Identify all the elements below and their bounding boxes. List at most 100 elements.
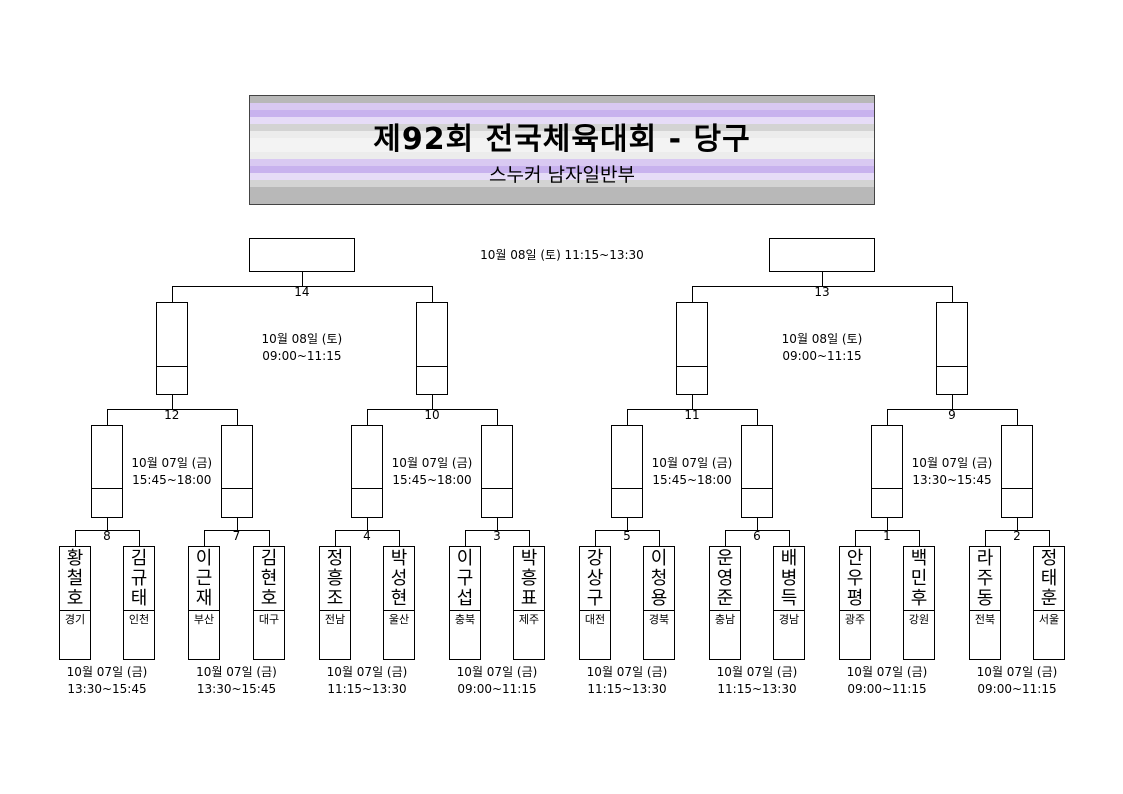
bracket-line: [367, 409, 368, 425]
player-region: 전남: [324, 613, 346, 626]
match-schedule: 10월 07일 (금)11:15~13:30: [697, 664, 817, 698]
match-schedule: 10월 07일 (금)09:00~11:15: [437, 664, 557, 698]
schedule-date: 10월 07일 (금): [391, 456, 473, 470]
finalist-box: [248, 238, 355, 272]
bracket-line: [236, 518, 238, 530]
bracket-line: [595, 530, 659, 531]
player-region: 대전: [584, 613, 606, 626]
schedule-date: 10월 07일 (금): [456, 665, 538, 679]
winner-box: [155, 302, 188, 395]
player-region: 충북: [454, 613, 476, 626]
match-schedule: 10월 07일 (금)13:30~15:45: [177, 664, 297, 698]
box-divider: [253, 610, 285, 611]
match-schedule: 10월 07일 (금)15:45~18:00: [632, 455, 752, 489]
player-box: [1033, 546, 1065, 660]
bracket-line: [335, 530, 399, 531]
bracket-line: [659, 530, 660, 546]
finalist-box: [769, 238, 875, 272]
bracket-line: [432, 395, 433, 409]
bracket-line: [887, 409, 1017, 410]
player-box: [123, 546, 155, 660]
match-schedule: 10월 07일 (금) 11:15~13:30: [567, 664, 687, 698]
bracket-line: [367, 518, 368, 530]
box-divider: [383, 610, 415, 611]
bracket-line: [107, 518, 108, 530]
schedule-date: 10월 07일 (금): [586, 665, 668, 679]
match-number: 6: [753, 529, 761, 543]
player-box: [579, 546, 611, 660]
schedule-date: 10월 07일 (금): [66, 665, 148, 679]
player-region: 울산: [388, 613, 410, 626]
player-box: [253, 546, 285, 660]
box-divider: [351, 488, 383, 489]
box-divider: [871, 488, 903, 489]
bracket-line: [269, 530, 270, 546]
box-divider: [220, 488, 253, 489]
match-schedule: 10월 08일 (토)09:00~11:15: [242, 331, 362, 365]
schedule-date: 10월 07일 (금): [976, 665, 1058, 679]
bracket-line: [139, 530, 140, 546]
box-divider: [59, 610, 91, 611]
winner-box: [481, 425, 513, 518]
winner-box: [91, 425, 123, 518]
bracket-line: [855, 530, 919, 531]
bracket-line: [1049, 530, 1050, 546]
player-box: [59, 546, 91, 660]
bracket-line: [757, 409, 758, 425]
bracket-line: [75, 530, 139, 531]
schedule-time: 09:00~11:15: [847, 682, 927, 696]
box-divider: [1033, 610, 1065, 611]
match-number: 8: [103, 529, 111, 543]
winner-box: [871, 425, 903, 518]
player-box: [319, 546, 351, 660]
bracket-line: [725, 530, 726, 546]
bracket-line: [789, 530, 790, 546]
bracket-line: [952, 286, 953, 302]
match-number: 3: [493, 529, 501, 543]
player-region: 경북: [648, 613, 670, 626]
player-region: 경기: [64, 613, 86, 626]
schedule-date: 10월 07일 (금): [846, 665, 928, 679]
schedule-time: 09:00~11:15: [262, 349, 342, 363]
box-divider: [773, 610, 805, 611]
player-box: [709, 546, 741, 660]
title-banner: 제92회 전국체육대회 - 당구 스누커 남자일반부: [249, 95, 875, 205]
player-region: 제주: [518, 613, 540, 626]
schedule-time: 11:15~13:30: [587, 682, 667, 696]
box-divider: [513, 610, 545, 611]
bracket-line: [465, 530, 466, 546]
bracket-line: [204, 530, 205, 546]
schedule-time: 13:30~15:45: [196, 682, 277, 696]
match-number: 10: [424, 408, 440, 422]
player-box: [513, 546, 545, 660]
box-divider: [123, 610, 155, 611]
box-divider: [969, 610, 1001, 611]
box-divider: [319, 610, 351, 611]
bracket-line: [75, 530, 76, 546]
box-divider: [1001, 488, 1033, 489]
bracket-line: [855, 530, 856, 546]
match-number: 4: [363, 529, 371, 543]
schedule-time: 09:00~11:15: [977, 682, 1057, 696]
player-box: [969, 546, 1001, 660]
box-divider: [936, 366, 968, 367]
bracket-line: [432, 286, 433, 302]
box-divider: [91, 488, 123, 489]
box-divider: [449, 610, 481, 611]
bracket-line: [757, 518, 758, 530]
match-number: 7: [232, 529, 241, 543]
player-box: [773, 546, 805, 660]
player-box: [383, 546, 415, 660]
bracket-line: [595, 530, 596, 546]
match-number: 13: [814, 285, 830, 299]
schedule-time: 09:00~11:15: [782, 349, 862, 363]
bracket-line: [887, 409, 888, 425]
